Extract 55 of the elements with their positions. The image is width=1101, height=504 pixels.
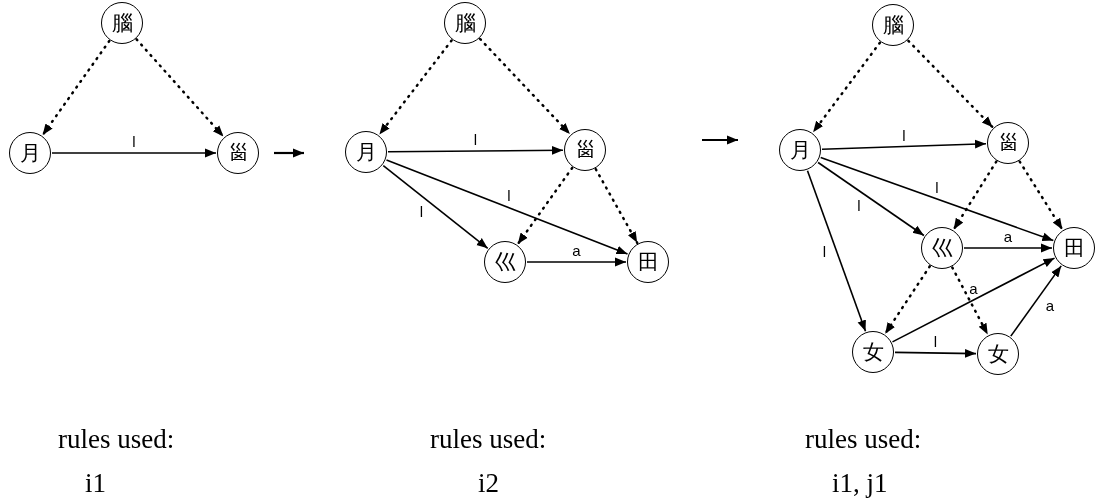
- node-circle: 𡿺: [987, 122, 1029, 164]
- node-circle: 田: [627, 241, 669, 283]
- node-circle: 巛: [921, 227, 963, 269]
- node-circle: 月: [9, 132, 51, 174]
- caption-heading: rules used:: [805, 426, 922, 453]
- rule-list: i1, j1: [832, 470, 888, 497]
- arrow: [806, 169, 867, 333]
- node-circle: 腦: [872, 4, 914, 46]
- rule-list: i2: [478, 470, 499, 497]
- arrow: [1010, 265, 1062, 337]
- node-circle: 𡿺: [564, 129, 606, 171]
- node-circle: 月: [779, 129, 821, 171]
- dotted-arrow: [952, 160, 998, 231]
- dotted-arrow: [378, 39, 453, 136]
- edge-label: l: [856, 197, 862, 213]
- edge-label: l: [934, 179, 940, 195]
- dotted-arrow: [594, 167, 639, 245]
- dotted-arrow: [135, 38, 225, 138]
- dotted-arrow: [478, 37, 572, 136]
- caption-heading: rules used:: [430, 426, 547, 453]
- dotted-arrow: [811, 41, 882, 134]
- edge-label: l: [131, 133, 137, 149]
- arrow: [963, 243, 1053, 253]
- caption-heading: rules used:: [58, 426, 175, 453]
- arrow: [891, 257, 1056, 343]
- rule-list: i1: [85, 470, 106, 497]
- dotted-arrow: [951, 266, 989, 336]
- edge-label: l: [821, 243, 828, 259]
- arrow: [894, 349, 977, 358]
- node-circle: 𡿺: [217, 132, 259, 174]
- arrow: [821, 139, 987, 151]
- arrow: [382, 164, 489, 250]
- edge-label: l: [418, 203, 425, 219]
- edge-label: l: [472, 131, 479, 147]
- node-circle: 女: [852, 331, 894, 373]
- arrow: [385, 159, 629, 255]
- node-circle: 田: [1053, 227, 1095, 269]
- arrow: [817, 161, 925, 237]
- node-circle: 腦: [101, 2, 143, 44]
- node-circle: 巛: [484, 241, 526, 283]
- dotted-arrow: [907, 39, 994, 129]
- dotted-arrow: [883, 265, 932, 335]
- dotted-arrow: [1018, 160, 1064, 231]
- edge-label: l: [506, 187, 512, 203]
- node-circle: 女: [977, 333, 1019, 375]
- node-circle: 腦: [444, 2, 486, 44]
- dotted-arrow: [516, 166, 574, 246]
- arrow: [819, 156, 1055, 242]
- edge-label: l: [932, 333, 939, 349]
- arrow: [526, 257, 627, 267]
- node-circle: 月: [345, 131, 387, 173]
- arrow: [387, 145, 564, 155]
- edge-label: l: [901, 127, 907, 142]
- dotted-arrow: [41, 39, 111, 137]
- arrow: [51, 148, 217, 158]
